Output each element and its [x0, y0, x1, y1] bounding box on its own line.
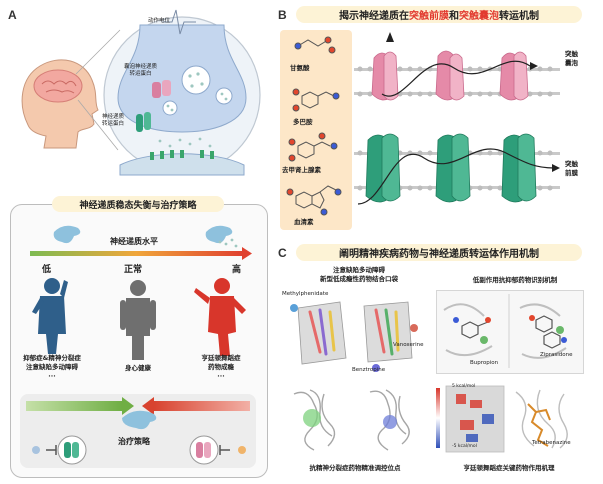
disease-high-label: 亨廷顿舞蹈症 药物成瘾 ···: [201, 354, 241, 380]
vesicle-path-arrow-icon: [530, 62, 538, 70]
molecule-norepinephrine-label: 去甲肾上腺素: [282, 166, 321, 174]
therapy-label: 治疗策略: [118, 437, 150, 446]
energy-colorbar: [436, 388, 440, 448]
panel-b-title-vesicle: 突触囊泡: [459, 11, 499, 22]
drug-vanoxerine-label: Vanoxerine: [393, 342, 424, 348]
molecule-serotonin-label: 血清素: [294, 218, 314, 226]
tetrabenazine-molecule-icon: [527, 403, 551, 447]
level-gradient-bar: [30, 251, 242, 256]
panel-b-title-part1: 揭示神经递质在: [339, 11, 409, 22]
molecule-dopamine-label: 多巴胺: [293, 118, 313, 126]
strategy-box-title: 神经递质稳态失衡与治疗策略: [52, 196, 224, 212]
depressed-person-icon: [32, 278, 68, 354]
action-potential-label: 动作电位: [148, 18, 171, 24]
disease-normal-label: 身心健康: [125, 364, 151, 372]
drug-benztropine-label: Benztropine: [352, 367, 386, 373]
sub-bl-title: 抗精神分裂症药物精准调控位点: [309, 464, 401, 472]
therapy-left-arrow-head-icon: [122, 397, 134, 415]
panel-b-letter: B: [278, 8, 287, 22]
vanoxerine-molecule-icon: [410, 324, 418, 332]
panel-c-letter: C: [278, 246, 287, 260]
level-high-label: 高: [232, 265, 242, 275]
membrane-transporter-structures: [365, 133, 537, 203]
therapy-right-arrow-head-icon: [142, 397, 154, 415]
disease-low-label: 抑郁症&精神分裂症 注意缺陷多动障碍 ···: [23, 354, 81, 380]
membrane-transport-path: [357, 148, 555, 205]
strategy-illustration: [20, 225, 256, 468]
binding-site-green-icon: [303, 409, 321, 427]
transport-mechanism-illustration: [354, 32, 560, 205]
panel-b-title-part3: 和: [449, 11, 459, 22]
drug-ziprasidone-label: Ziprasidone: [540, 352, 573, 358]
level-low-label: 低: [42, 265, 52, 275]
colorbar-top-label: 5 kcal/mol: [452, 384, 476, 389]
level-label: 神经递质水平: [110, 237, 158, 246]
molecule-glycine-label: 甘氨酸: [290, 64, 310, 72]
transporter-high-icon: [205, 225, 233, 244]
serotonin-structure-icon: [286, 185, 342, 216]
healthy-person-icon: [120, 280, 156, 360]
molecule-structures: [286, 36, 342, 216]
vesicle-transport-path: [381, 60, 531, 97]
methylphenidate-molecule-icon: [290, 304, 298, 312]
drug-right-icon: [238, 446, 246, 454]
panel-b-title-presynaptic: 突触前膜: [409, 11, 449, 22]
membrane-transporter-label: 神经递质 转运蛋白: [102, 114, 125, 127]
sub-tr-title: 低副作用抗抑郁药物识别机制: [472, 276, 558, 284]
membrane-path-arrow-icon: [552, 164, 560, 172]
vesicle-out-arrow-icon: [386, 32, 394, 42]
drug-methylphenidate-label: Methylphenidate: [282, 291, 329, 297]
schizophrenia-site-panel: [293, 389, 410, 451]
binding-site-blue-icon: [383, 415, 397, 429]
norepinephrine-structure-icon: [288, 132, 338, 162]
panel-b-title: 揭示神经递质在突触前膜和突触囊泡转运机制: [296, 6, 582, 23]
synapse-illustration: [21, 9, 261, 176]
synapse-zoom-circle: [103, 9, 261, 176]
glycine-structure-icon: [294, 36, 336, 54]
bupropion-molecule-icon: [461, 321, 489, 339]
panel-b-title-part5: 转运机制: [499, 11, 539, 22]
vesicular-transporter-structures: [371, 50, 529, 101]
sub-br-title: 亨廷顿舞蹈症关键药物作用机理: [463, 464, 555, 472]
benztropine-molecule-icon: [372, 364, 380, 372]
therapy-transporter-icon: [122, 410, 157, 430]
huntington-drug-panel: [436, 385, 568, 453]
transporter-low-icon: [53, 225, 81, 244]
drug-tetrabenazine-label: Tetrabenazine: [532, 440, 571, 446]
vesicle-transporter-label: 囊泡神经递质 转运蛋白: [124, 64, 158, 77]
panel-c-title: 阐明精神疾病药物与神经递质转运体作用机制: [296, 244, 582, 261]
panel-a-letter: A: [8, 8, 17, 22]
drug-left-icon: [32, 446, 40, 454]
molecule-column: [280, 30, 352, 230]
level-normal-label: 正常: [124, 265, 143, 275]
huntington-person-icon: [194, 278, 246, 356]
colorbar-bottom-label: -5 kcal/mol: [452, 444, 477, 449]
adhd-binding-pocket-panel: [290, 301, 418, 372]
ziprasidone-molecule-icon: [535, 315, 561, 349]
level-arrow-head-icon: [242, 247, 252, 260]
therapy-right-arrow: [154, 401, 250, 411]
head-silhouette-icon: [21, 59, 99, 149]
dopamine-structure-icon: [292, 88, 340, 112]
therapy-left-arrow: [26, 401, 122, 411]
presynaptic-membrane-label: 突触 前膜: [565, 160, 578, 177]
sub-tl-title: 注意缺陷多动障碍 新型低成瘾性药物结合口袋: [320, 266, 398, 283]
vesicle-label: 突触 囊泡: [565, 50, 578, 67]
antidepressant-structures: [443, 294, 567, 368]
drug-bupropion-label: Bupropion: [470, 360, 499, 366]
